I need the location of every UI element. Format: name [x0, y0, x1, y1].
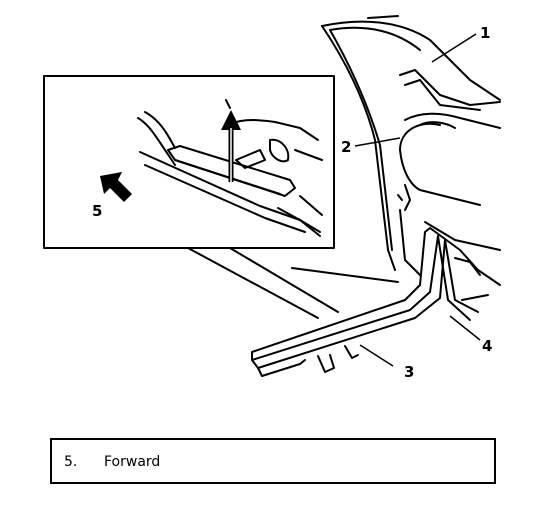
callout-3: 3 [404, 363, 414, 381]
door-sill-plate-removal-diagram: 1 2 3 4 5 [43, 15, 501, 381]
legend-item-label: Forward [104, 454, 161, 470]
callout-leaders [354, 33, 481, 367]
callout-2: 2 [341, 138, 351, 156]
legend-box: 5. Forward [50, 438, 496, 484]
legend-item-number: 5. [64, 454, 78, 470]
detail-inset [43, 75, 339, 319]
sill-plate [251, 227, 446, 377]
callout-4: 4 [482, 337, 492, 355]
vehicle-body-outline [291, 15, 501, 301]
legend-item: 5. Forward [64, 454, 160, 470]
forward-arrow [100, 172, 132, 202]
trim-panel [437, 235, 479, 321]
callout-5: 5 [92, 202, 102, 220]
lift-arrow [221, 110, 241, 182]
callout-1: 1 [480, 24, 490, 42]
